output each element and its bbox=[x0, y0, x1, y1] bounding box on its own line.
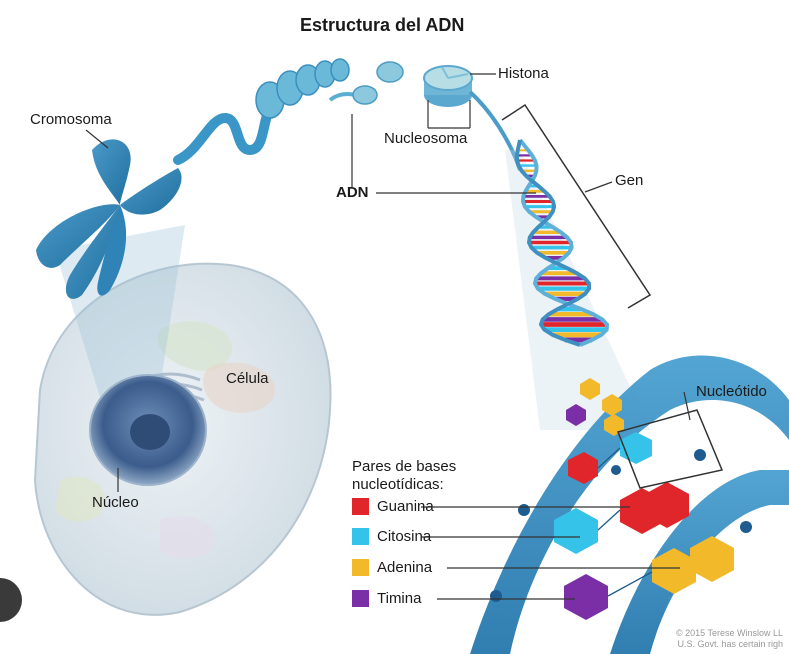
legend-label-adenina: Adenina bbox=[377, 559, 432, 576]
label-nucleotido: Nucleótido bbox=[696, 383, 767, 400]
label-nucleosoma: Nucleosoma bbox=[384, 130, 467, 147]
legend-swatch-timina bbox=[352, 590, 369, 607]
legend-label-citosina: Citosina bbox=[377, 528, 431, 545]
legend-swatch-citosina bbox=[352, 528, 369, 545]
legend-item-guanina: Guanina bbox=[352, 498, 434, 515]
copyright-credit: © 2015 Terese Winslow LL U.S. Govt. has … bbox=[676, 628, 783, 650]
legend-swatch-adenina bbox=[352, 559, 369, 576]
label-gen: Gen bbox=[615, 172, 643, 189]
legend-item-citosina: Citosina bbox=[352, 528, 431, 545]
nucleosome bbox=[424, 66, 472, 107]
legend-heading: Pares de bases nucleotídicas: bbox=[352, 458, 456, 494]
label-celula: Célula bbox=[226, 370, 269, 387]
label-adn: ADN bbox=[336, 184, 369, 201]
chromatin-fiber bbox=[178, 59, 403, 160]
dna-zoomed-ladder bbox=[470, 356, 789, 654]
credit-line2: U.S. Govt. has certain righ bbox=[676, 639, 783, 650]
legend-item-adenina: Adenina bbox=[352, 559, 432, 576]
credit-line1: © 2015 Terese Winslow LL bbox=[676, 628, 783, 639]
legend-label-guanina: Guanina bbox=[377, 498, 434, 515]
label-nucleo: Núcleo bbox=[92, 494, 139, 511]
legend-heading-line1: Pares de bases bbox=[352, 458, 456, 476]
legend-swatch-guanina bbox=[352, 498, 369, 515]
legend-label-timina: Timina bbox=[377, 590, 421, 607]
label-cromosoma: Cromosoma bbox=[30, 111, 112, 128]
legend-heading-line2: nucleotídicas: bbox=[352, 476, 456, 494]
nucleus bbox=[90, 375, 206, 485]
label-histona: Histona bbox=[498, 65, 549, 82]
diagram-title: Estructura del ADN bbox=[300, 15, 464, 36]
legend-item-timina: Timina bbox=[352, 590, 421, 607]
